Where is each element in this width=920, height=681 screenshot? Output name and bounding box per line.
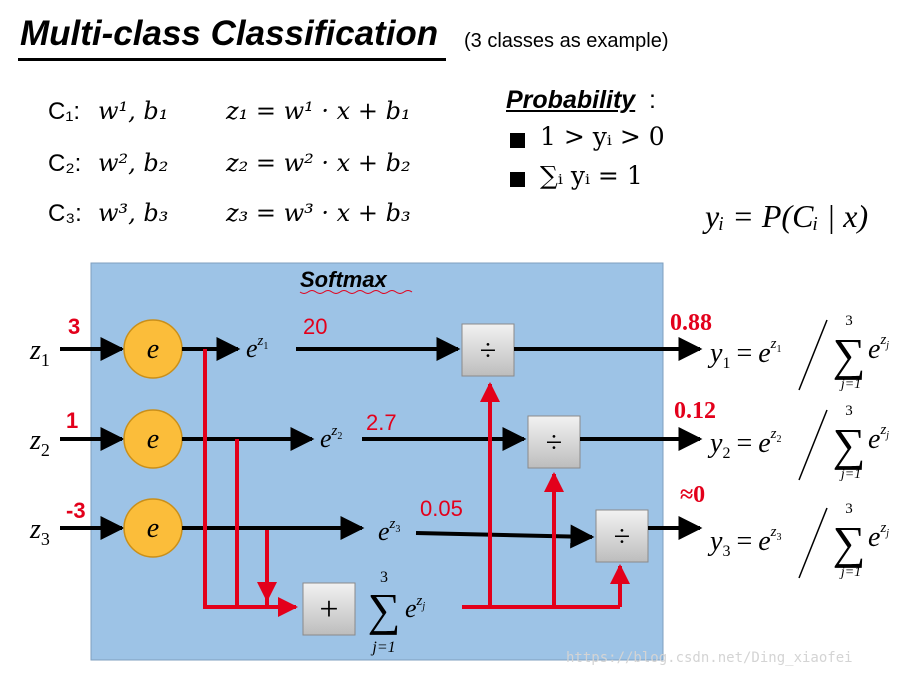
- svg-text:ezj: ezj: [868, 332, 889, 365]
- class-2-params: w², b₂: [98, 149, 169, 177]
- svg-text:y2=ez2: y2=ez2: [707, 426, 782, 462]
- sum-term: ezj: [405, 593, 425, 623]
- class-3-params: w³, b₃: [98, 199, 169, 227]
- exp-value-2: 2.7: [366, 410, 397, 435]
- numerator-arrow-3: [415, 524, 595, 549]
- output-formula-2: y2=ez2 3 ∑ j=1 ezj: [707, 403, 889, 482]
- probability-colon: :: [649, 86, 656, 114]
- sum-box-symbol: +: [319, 591, 338, 628]
- svg-text:∑: ∑: [833, 419, 866, 470]
- sum-lower-limit: j=1: [370, 639, 395, 656]
- probability-rule-sum: ∑ᵢ yᵢ = 1: [540, 161, 643, 190]
- input-label-1: z1: [29, 335, 50, 370]
- exp-label-3: ez3: [378, 516, 400, 546]
- exp-label-2: ez2: [320, 423, 342, 453]
- class-1-label: C₁:: [48, 98, 81, 125]
- bullet-square-icon: [510, 172, 525, 187]
- exp-label-1: ez1: [246, 333, 268, 363]
- sum-box: [302, 582, 356, 636]
- svg-text:3: 3: [845, 501, 853, 517]
- output-formula-1: y1=ez1 3 ∑ j=1 ezj: [707, 313, 889, 392]
- divide-box-2: [527, 415, 581, 469]
- page-title: Multi-class Classification: [20, 14, 439, 53]
- input-value-3: -3: [66, 498, 86, 523]
- svg-text:∑: ∑: [833, 329, 866, 380]
- class-3-formula: z₃ = w³ · x + b₃: [226, 199, 411, 227]
- exp-node-1-symbol: e: [147, 334, 159, 365]
- spellcheck-underline: [299, 290, 413, 294]
- svg-text:y1=ez1: y1=ez1: [707, 336, 782, 372]
- svg-text:y3=ez3: y3=ez3: [707, 524, 782, 560]
- svg-text:j=1: j=1: [839, 565, 861, 580]
- svg-text:ezj: ezj: [868, 520, 889, 553]
- page-subtitle: (3 classes as example): [464, 30, 669, 52]
- svg-text:ezj: ezj: [868, 422, 889, 455]
- exp-node-3-symbol: e: [147, 513, 159, 544]
- sum-upper-limit: 3: [380, 569, 388, 586]
- exp-node-2-symbol: e: [147, 424, 159, 455]
- title-underline: [18, 58, 446, 61]
- class-2-formula: z₂ = w² · x + b₂: [226, 149, 411, 177]
- divide-box-2-symbol: ÷: [546, 426, 562, 459]
- divide-box-1-symbol: ÷: [480, 334, 496, 367]
- input-label-3: z3: [29, 514, 50, 549]
- exp-value-3: 0.05: [420, 496, 463, 521]
- output-formula-3: y3=ez3 3 ∑ j=1 ezj: [707, 501, 889, 580]
- svg-text:j=1: j=1: [839, 377, 861, 392]
- output-value-3: ≈0: [680, 482, 705, 508]
- output-value-1: 0.88: [670, 310, 712, 336]
- probability-rule-range: 1 > yᵢ > 0: [540, 122, 665, 151]
- divide-box-3-symbol: ÷: [614, 520, 630, 553]
- input-label-2: z2: [29, 425, 50, 460]
- class-1-formula: z₁ = w¹ · x + b₁: [226, 97, 411, 125]
- posterior-formula: yᵢ = P(Cᵢ | x): [705, 198, 869, 234]
- sum-sigma: ∑: [368, 584, 401, 635]
- output-value-2: 0.12: [674, 398, 716, 424]
- svg-text:3: 3: [845, 313, 853, 329]
- watermark: https://blog.csdn.net/Ding_xiaofei: [566, 650, 853, 666]
- class-3-label: C₃:: [48, 200, 82, 227]
- divide-box-3: [595, 509, 649, 563]
- divide-box-1: [461, 323, 515, 377]
- svg-text:3: 3: [845, 403, 853, 419]
- svg-text:j=1: j=1: [839, 467, 861, 482]
- softmax-label: Softmax: [300, 267, 388, 292]
- bullet-square-icon: [510, 133, 525, 148]
- probability-title: Probability: [506, 86, 636, 114]
- class-2-label: C₂:: [48, 150, 82, 177]
- class-1-params: w¹, b₁: [98, 97, 169, 125]
- svg-text:∑: ∑: [833, 517, 866, 568]
- input-value-2: 1: [66, 408, 78, 433]
- exp-value-1: 20: [303, 314, 327, 339]
- input-value-1: 3: [68, 314, 80, 339]
